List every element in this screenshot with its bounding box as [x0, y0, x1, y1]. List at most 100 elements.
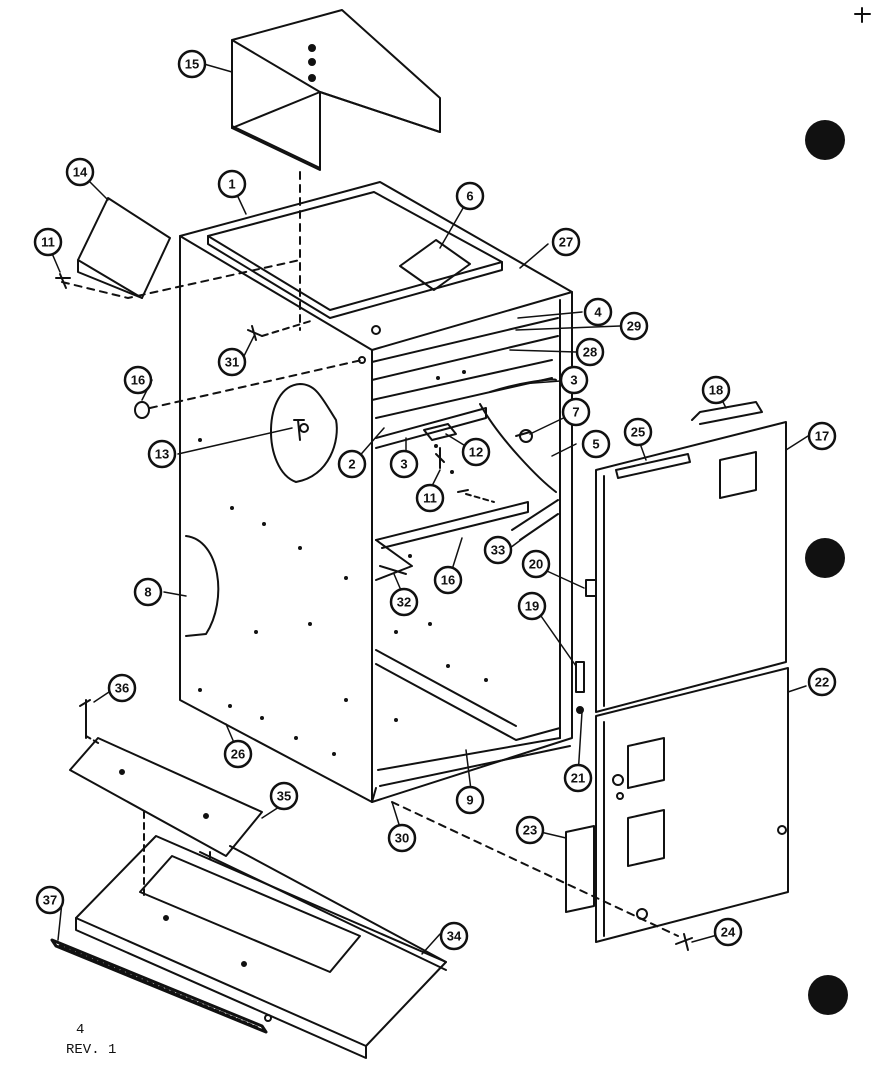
- screw-part-24: [675, 933, 693, 951]
- callout-label: 5: [592, 437, 599, 452]
- callout-label: 37: [43, 893, 57, 908]
- callout-circle: [561, 397, 591, 427]
- callout-circle: [619, 311, 649, 341]
- callout-circle: [521, 549, 551, 579]
- leader-dashed-36: [85, 735, 101, 745]
- callout-label: 3: [400, 457, 407, 472]
- callout-label: 9: [466, 793, 473, 808]
- callout-circle: [551, 227, 581, 257]
- callout-label: 20: [529, 557, 543, 572]
- callout-label: 29: [627, 319, 641, 334]
- callout-label: 36: [115, 681, 129, 696]
- callout-circle: [107, 673, 137, 703]
- callout-label: 27: [559, 235, 573, 250]
- filter-rail-part-37: [50, 938, 268, 1034]
- callout-circle: [389, 587, 419, 617]
- bolt-part-13: [293, 419, 305, 441]
- callout-circle: [65, 157, 95, 187]
- binder-holes: [805, 120, 848, 1015]
- callout-label: 16: [131, 373, 145, 388]
- callout-label: 2: [348, 457, 355, 472]
- callout-circle: [415, 483, 445, 513]
- callout-circle: [517, 591, 547, 621]
- callout-label: 26: [231, 747, 245, 762]
- sheet-number: 4: [76, 1022, 85, 1038]
- callout-circle: [337, 449, 367, 479]
- callout-label: 4: [594, 305, 602, 320]
- callout-circle: [583, 297, 613, 327]
- callout-circle: [133, 577, 163, 607]
- callout-label: 28: [583, 345, 597, 360]
- callout-label: 32: [397, 595, 411, 610]
- callout-circle: [223, 739, 253, 769]
- callout-circle: [455, 181, 485, 211]
- callout-circle: [461, 437, 491, 467]
- bracket-part-33: [511, 499, 559, 541]
- callout-label: 18: [709, 383, 723, 398]
- callout-label: 12: [469, 445, 483, 460]
- callout-label: 6: [466, 189, 473, 204]
- lower-door-part-22: [565, 667, 789, 943]
- callout-label: 22: [815, 675, 829, 690]
- cabinet-part-1: [179, 181, 573, 803]
- screw-11-left: [55, 273, 71, 289]
- top-bracket-part-15: [231, 9, 441, 171]
- callout-circle: [35, 885, 65, 915]
- callout-label: 21: [571, 771, 585, 786]
- callout-circle: [33, 227, 63, 257]
- callout-label: 17: [815, 429, 829, 444]
- callout-circle: [575, 337, 605, 367]
- callout-circle: [515, 815, 545, 845]
- callout-label: 23: [523, 823, 537, 838]
- callout-circle: [433, 565, 463, 595]
- screw-7: [515, 431, 531, 437]
- revision-label: REV. 1: [66, 1042, 117, 1058]
- callout-label: 11: [423, 491, 437, 506]
- callout-circle: [623, 417, 653, 447]
- callout-label: 25: [631, 425, 645, 440]
- bottom-panel-part-35: [69, 737, 263, 857]
- callout-label: 16: [441, 573, 455, 588]
- bottom-filter-frame-part-34: [75, 835, 447, 1059]
- callout-circle: [807, 667, 837, 697]
- leader-dashed-31: [261, 319, 315, 337]
- callout-label: 14: [73, 165, 88, 180]
- callout-circle: [713, 917, 743, 947]
- nut-11-center: [457, 489, 469, 493]
- plug-part-16: [134, 401, 150, 419]
- callout-circle: [563, 763, 593, 793]
- callout-circle: [217, 347, 247, 377]
- clip-part-12: [423, 423, 457, 441]
- bracket-part-32: [379, 565, 407, 575]
- screw-31: [247, 325, 263, 341]
- leader-dashed-16: [149, 359, 363, 409]
- callout-label: 31: [225, 355, 239, 370]
- screw-part-36: [79, 699, 91, 739]
- callout-label: 19: [525, 599, 539, 614]
- filter-bracket-part-14: [77, 197, 171, 299]
- callout-circle: [439, 921, 469, 951]
- callout-circle: [455, 785, 485, 815]
- callout-label: 13: [155, 447, 169, 462]
- callout-circle: [559, 365, 589, 395]
- callout-circle: [483, 535, 513, 565]
- leader-dashed-24: [391, 801, 679, 937]
- callout-circle: [147, 439, 177, 469]
- callout-circle: [807, 421, 837, 451]
- callout-label: 3: [570, 373, 577, 388]
- callout-circle: [177, 49, 207, 79]
- callout-circle: [217, 169, 247, 199]
- callout-circle: [123, 365, 153, 395]
- callout-label: 11: [41, 235, 55, 250]
- callout-circle: [581, 429, 611, 459]
- callout-label: 8: [144, 585, 151, 600]
- callout-circle: [701, 375, 731, 405]
- cabinet-rivets: [198, 370, 488, 756]
- callout-label: 35: [277, 789, 291, 804]
- upper-door-part-17: [575, 401, 787, 713]
- callout-label: 15: [185, 57, 199, 72]
- screw-11-center: [435, 447, 445, 469]
- corner-mark: [854, 7, 871, 23]
